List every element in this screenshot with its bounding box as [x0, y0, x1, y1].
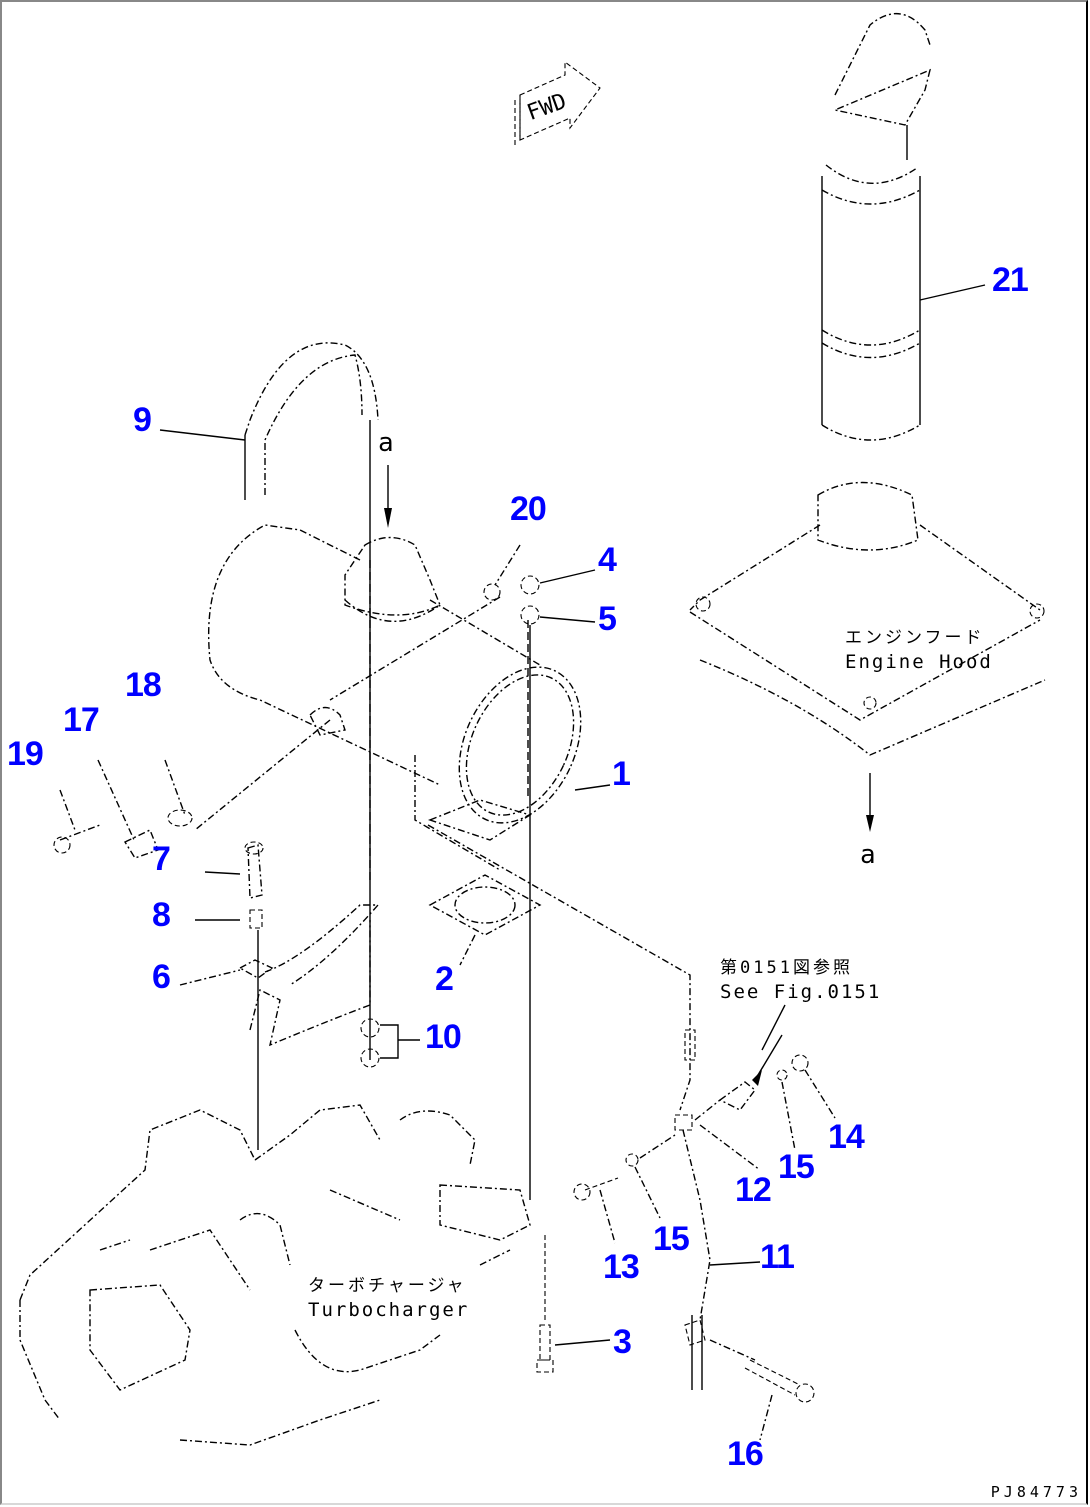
turbocharger-en: Turbocharger: [308, 1299, 470, 1321]
callout-20: 20: [510, 490, 547, 528]
callout-18: 18: [125, 666, 162, 704]
callout-2: 2: [435, 960, 454, 998]
bolt-part-3: [536, 1235, 611, 1373]
view-mark-a-bottom: a: [860, 840, 876, 870]
callout-1: 1: [612, 755, 631, 793]
callout-15-right: 15: [778, 1148, 815, 1186]
callout-9: 9: [133, 401, 152, 439]
engine-hood-jp: エンジンフード: [845, 628, 985, 648]
callout-11: 11: [760, 1238, 795, 1276]
fwd-arrow-icon: [514, 60, 601, 146]
callout-14: 14: [828, 1118, 865, 1156]
strap-part-9: [159, 342, 379, 1060]
see-fig-leader: [761, 1004, 786, 1051]
engine-hood-section: [689, 481, 1046, 832]
parts-10: [360, 1018, 420, 1068]
callout-4: 4: [598, 541, 617, 579]
tube-and-clamp-parts-11-16: [427, 824, 836, 1441]
drawing-code: PJ84773: [990, 1483, 1082, 1501]
see-fig-jp: 第0151図参照: [720, 958, 853, 978]
gasket-part-2: [428, 874, 542, 966]
muffler-part-1: [207, 524, 611, 880]
callout-16: 16: [727, 1435, 764, 1473]
callout-12: 12: [735, 1171, 772, 1209]
see-fig-en: See Fig.0151: [720, 981, 882, 1003]
callout-8: 8: [152, 896, 171, 934]
callout-6: 6: [152, 958, 171, 996]
parts-17-18-19-20: [53, 544, 521, 859]
callout-21: 21: [992, 261, 1029, 299]
turbocharger-engine: [19, 1104, 531, 1446]
callout-15-left: 15: [653, 1220, 690, 1258]
bracket-parts-6-7-8: [179, 841, 380, 1150]
turbocharger-jp: ターボチャージャ: [308, 1276, 467, 1296]
callout-17: 17: [63, 701, 100, 739]
exhaust-stack-part-21: [821, 12, 986, 441]
callout-7: 7: [152, 840, 171, 878]
callout-5: 5: [598, 600, 617, 638]
callout-19: 19: [7, 735, 44, 773]
engine-hood-en: Engine Hood: [845, 651, 993, 673]
parts-4-5: [520, 569, 596, 1200]
see-fig-note: 第0151図参照 See Fig.0151: [720, 955, 881, 1004]
view-mark-a-top: a: [378, 428, 394, 458]
turbocharger-note: ターボチャージャ Turbocharger: [308, 1273, 469, 1322]
engine-hood-note: エンジンフード Engine Hood: [845, 625, 993, 674]
callout-10: 10: [425, 1018, 462, 1056]
callout-13: 13: [603, 1248, 640, 1286]
view-arrow-a-top: [384, 465, 392, 528]
callout-3: 3: [613, 1323, 632, 1361]
